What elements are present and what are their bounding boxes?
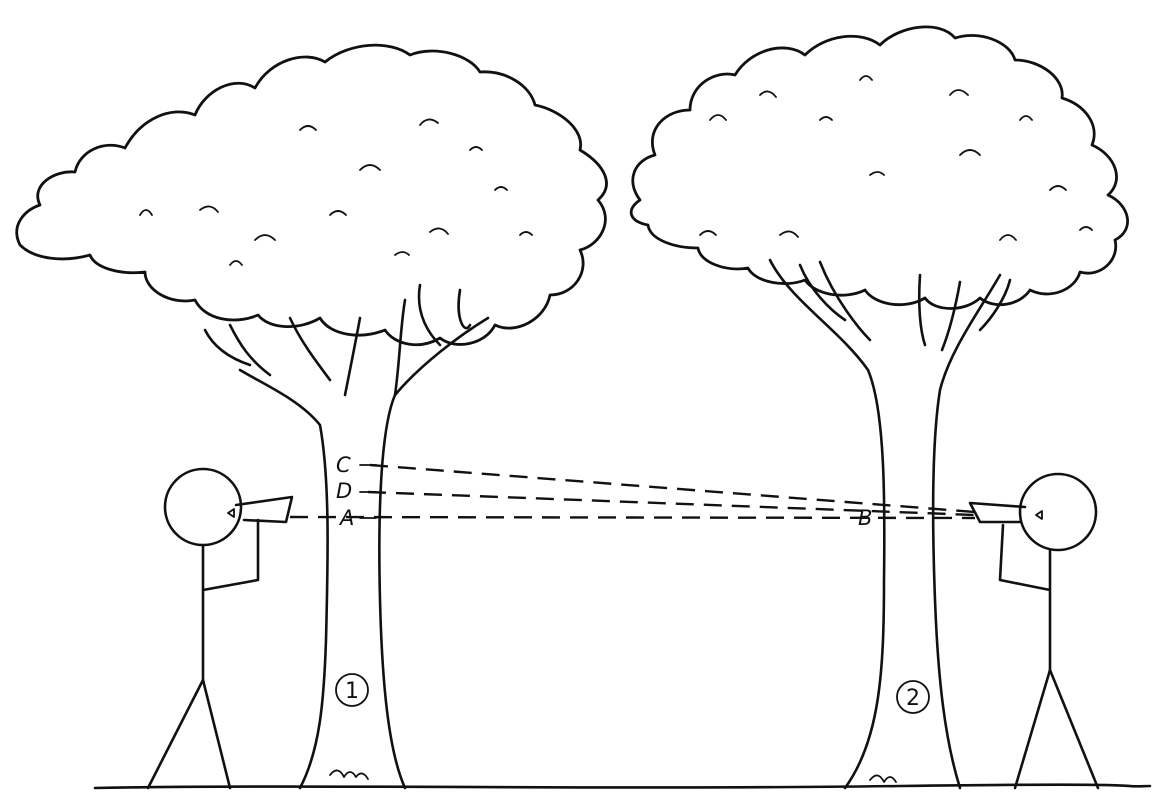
- tree-1-number: 1: [345, 679, 359, 704]
- person-2: [968, 472, 1100, 790]
- label-point-b: B: [858, 506, 872, 530]
- label-point-a: A: [338, 506, 354, 530]
- sightline-c-to-b: [369, 463, 976, 514]
- tree-2-number-badge: 2: [896, 680, 930, 714]
- label-point-c: C: [336, 453, 351, 477]
- label-point-d: D: [336, 479, 352, 503]
- ground-line: [93, 783, 1152, 790]
- tree-2-number: 2: [906, 686, 920, 711]
- person-1-sighting-device: [234, 495, 294, 524]
- tree-1-trunk: [238, 368, 329, 790]
- tree-2-trunk: [768, 258, 886, 790]
- tree-1-number-badge: 1: [335, 673, 369, 707]
- person-2-head: [1018, 472, 1098, 552]
- tree-2: [629, 25, 1129, 790]
- person-1: [146, 467, 294, 790]
- person-2-sighting-device: [968, 501, 1027, 524]
- sightline-d-to-b: [367, 490, 976, 517]
- tree-1: [15, 43, 608, 790]
- tree-2-canopy: [629, 25, 1129, 310]
- person-1-head: [163, 467, 243, 547]
- sightline-a-to-b: [289, 515, 976, 520]
- tree-1-canopy: [15, 43, 608, 346]
